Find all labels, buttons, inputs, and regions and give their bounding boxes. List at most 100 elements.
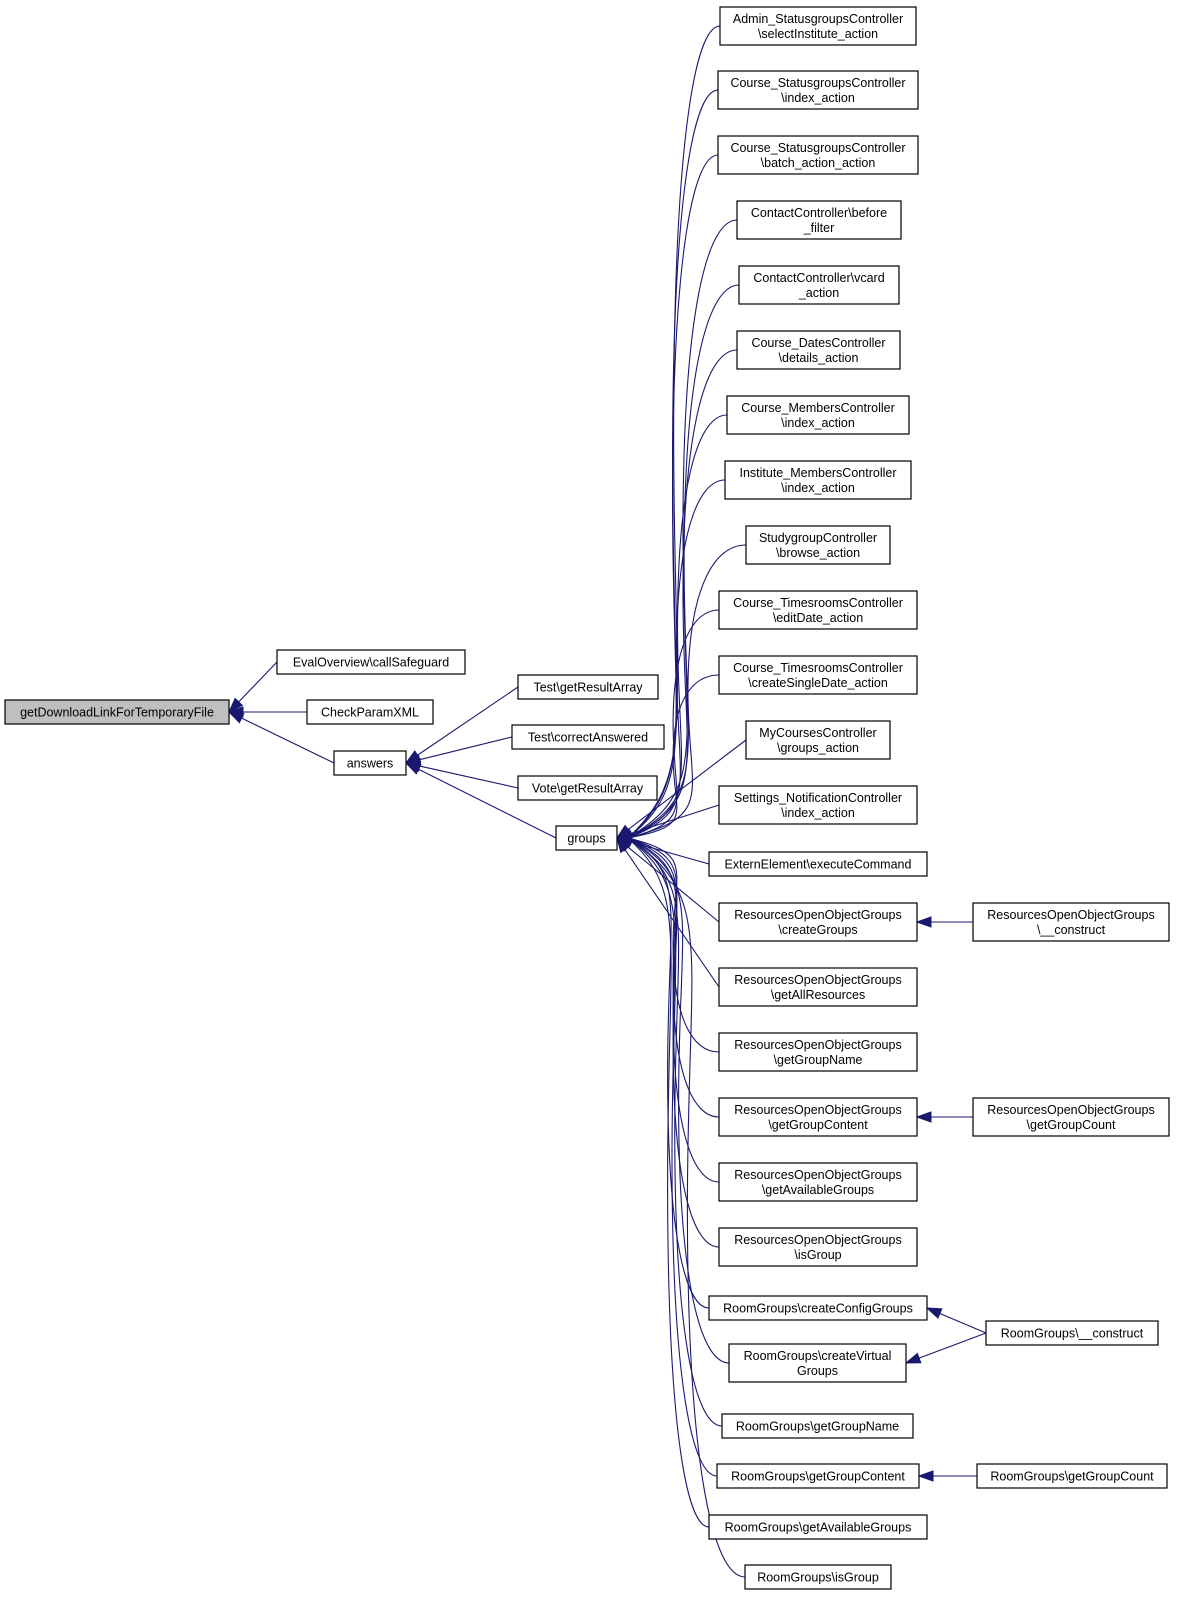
edge-rg_createvirtual-to-groups xyxy=(630,839,730,1364)
node-label-contact_before-line-0: ContactController\before xyxy=(751,206,887,220)
node-roog_getavail[interactable]: ResourcesOpenObjectGroups\getAvailableGr… xyxy=(718,1162,918,1202)
edge-rg_getname-to-groups xyxy=(630,839,723,1427)
node-groups[interactable]: groups xyxy=(555,825,618,851)
node-extern[interactable]: ExternElement\executeCommand xyxy=(708,851,928,877)
arrowhead-rg_construct-to-rg_createvirtual xyxy=(904,1352,922,1364)
edge-rg_getavail-to-groups xyxy=(630,840,710,1528)
node-answers[interactable]: answers xyxy=(333,750,407,776)
node-label-extern-line-0: ExternElement\executeCommand xyxy=(725,858,912,872)
node-box-admin_sg xyxy=(719,6,917,46)
node-course_dates[interactable]: Course_DatesController\details_action xyxy=(736,330,901,370)
node-rg_getcontent[interactable]: RoomGroups\getGroupContent xyxy=(716,1463,920,1489)
node-checkparam[interactable]: CheckParamXML xyxy=(306,699,434,725)
edge-admin_sg-to-groups xyxy=(630,25,721,836)
node-vote_getresult[interactable]: Vote\getResultArray xyxy=(517,775,658,801)
edge-answers-to-root xyxy=(241,717,335,764)
node-contact_vcard[interactable]: ContactController\vcard_action xyxy=(738,265,900,305)
node-box-groups xyxy=(555,825,618,851)
node-roog_construct[interactable]: ResourcesOpenObjectGroups\__construct xyxy=(972,902,1170,942)
node-label-settings_notif-line-0: Settings_NotificationController xyxy=(734,791,902,805)
edge-vote_getresult-to-answers xyxy=(419,765,519,789)
nodes-layer: getDownloadLinkForTemporaryFile EvalOverv… xyxy=(4,6,1170,1590)
edge-course_sg_index-to-groups xyxy=(630,89,719,836)
node-box-test_correct xyxy=(511,724,665,750)
node-roog_getname[interactable]: ResourcesOpenObjectGroups\getGroupName xyxy=(718,1032,918,1072)
node-label-rg_createconfig-line-0: RoomGroups\createConfigGroups xyxy=(723,1302,913,1316)
node-ts_create[interactable]: Course_TimesroomsController\createSingle… xyxy=(718,655,918,695)
node-box-roog_getavail xyxy=(718,1162,918,1202)
edge-roog_getcontent-to-groups xyxy=(630,838,720,1118)
node-roog_getcontent[interactable]: ResourcesOpenObjectGroups\getGroupConten… xyxy=(718,1097,918,1137)
node-box-rg_createvirtual xyxy=(728,1343,907,1383)
node-rg_isgroup[interactable]: RoomGroups\isGroup xyxy=(744,1564,892,1590)
node-label-rg_getcount-line-0: RoomGroups\getGroupCount xyxy=(990,1470,1154,1484)
node-label-studygroup-line-1: \browse_action xyxy=(776,546,860,560)
edge-rg_construct-to-rg_createvirtual xyxy=(918,1332,987,1359)
node-label-contact_vcard-line-0: ContactController\vcard xyxy=(753,271,884,285)
node-roog_getcount[interactable]: ResourcesOpenObjectGroups\getGroupCount xyxy=(972,1097,1170,1137)
node-ts_edit[interactable]: Course_TimesroomsController\editDate_act… xyxy=(718,590,918,630)
node-course_sg_index[interactable]: Course_StatusgroupsController\index_acti… xyxy=(717,70,919,110)
node-box-rg_getcount xyxy=(976,1463,1168,1489)
node-label-ts_edit-line-0: Course_TimesroomsController xyxy=(733,596,903,610)
node-label-roog_getall-line-0: ResourcesOpenObjectGroups xyxy=(734,973,901,987)
node-label-mycourses-line-0: MyCoursesController xyxy=(759,726,876,740)
node-evaloverview[interactable]: EvalOverview\callSafeguard xyxy=(276,649,466,675)
node-label-checkparam-line-0: CheckParamXML xyxy=(321,706,419,720)
node-label-course_sg_index-line-1: \index_action xyxy=(781,91,855,105)
node-box-vote_getresult xyxy=(517,775,658,801)
node-label-course_sg_index-line-0: Course_StatusgroupsController xyxy=(730,76,905,90)
node-label-roog_getcount-line-0: ResourcesOpenObjectGroups xyxy=(987,1103,1154,1117)
node-label-course_sg_batch-line-0: Course_StatusgroupsController xyxy=(730,141,905,155)
node-label-ts_create-line-1: \createSingleDate_action xyxy=(748,676,888,690)
node-test_getresult[interactable]: Test\getResultArray xyxy=(517,674,659,700)
arrowhead-roog_getall-to-groups xyxy=(616,836,630,854)
edge-ts_create-to-groups xyxy=(630,674,720,838)
node-box-contact_vcard xyxy=(738,265,900,305)
node-rg_construct[interactable]: RoomGroups\__construct xyxy=(985,1320,1159,1346)
node-rg_getavail[interactable]: RoomGroups\getAvailableGroups xyxy=(708,1514,928,1540)
node-label-ts_create-line-0: Course_TimesroomsController xyxy=(733,661,903,675)
edge-inst_members-to-groups xyxy=(630,479,726,838)
node-roog_isgroup[interactable]: ResourcesOpenObjectGroups\isGroup xyxy=(718,1227,918,1267)
node-course_members[interactable]: Course_MembersController\index_action xyxy=(726,395,910,435)
node-mycourses[interactable]: MyCoursesController\groups_action xyxy=(745,720,891,760)
edge-rg_isgroup-to-groups xyxy=(630,839,746,1578)
node-contact_before[interactable]: ContactController\before_filter xyxy=(736,200,902,240)
node-label-admin_sg-line-1: \selectInstitute_action xyxy=(758,27,878,41)
node-rg_getname[interactable]: RoomGroups\getGroupName xyxy=(721,1413,914,1439)
node-label-roog_construct-line-0: ResourcesOpenObjectGroups xyxy=(987,908,1154,922)
node-course_sg_batch[interactable]: Course_StatusgroupsController\batch_acti… xyxy=(717,135,919,175)
node-label-mycourses-line-1: \groups_action xyxy=(777,741,859,755)
node-box-roog_isgroup xyxy=(718,1227,918,1267)
edge-course_members-to-groups xyxy=(630,414,728,838)
node-inst_members[interactable]: Institute_MembersController\index_action xyxy=(724,460,912,500)
node-box-rg_getname xyxy=(721,1413,914,1439)
node-label-roog_create-line-1: \createGroups xyxy=(778,923,857,937)
node-box-inst_members xyxy=(724,460,912,500)
node-roog_create[interactable]: ResourcesOpenObjectGroups\createGroups xyxy=(718,902,918,942)
node-studygroup[interactable]: StudygroupController\browse_action xyxy=(745,525,891,565)
node-rg_createconfig[interactable]: RoomGroups\createConfigGroups xyxy=(708,1295,928,1321)
arrowhead-roog_construct-to-roog_create xyxy=(915,916,932,928)
node-box-test_getresult xyxy=(517,674,659,700)
node-label-inst_members-line-1: \index_action xyxy=(781,481,855,495)
node-admin_sg[interactable]: Admin_StatusgroupsController\selectInsti… xyxy=(719,6,917,46)
node-label-roog_create-line-0: ResourcesOpenObjectGroups xyxy=(734,908,901,922)
node-label-course_members-line-0: Course_MembersController xyxy=(741,401,895,415)
node-label-contact_before-line-1: _filter xyxy=(803,221,835,235)
edge-evaloverview-to-root xyxy=(238,661,278,703)
node-label-rg_createvirtual-line-1: Groups xyxy=(797,1364,838,1378)
node-roog_getall[interactable]: ResourcesOpenObjectGroups\getAllResource… xyxy=(718,967,918,1007)
node-test_correct[interactable]: Test\correctAnswered xyxy=(511,724,665,750)
node-label-roog_isgroup-line-0: ResourcesOpenObjectGroups xyxy=(734,1233,901,1247)
node-label-root-line-0: getDownloadLinkForTemporaryFile xyxy=(20,706,214,720)
node-box-roog_construct xyxy=(972,902,1170,942)
node-box-rg_getcontent xyxy=(716,1463,920,1489)
node-label-rg_isgroup-line-0: RoomGroups\isGroup xyxy=(757,1571,879,1585)
node-rg_getcount[interactable]: RoomGroups\getGroupCount xyxy=(976,1463,1168,1489)
node-root[interactable]: getDownloadLinkForTemporaryFile xyxy=(4,699,230,725)
node-settings_notif[interactable]: Settings_NotificationController\index_ac… xyxy=(718,785,918,825)
